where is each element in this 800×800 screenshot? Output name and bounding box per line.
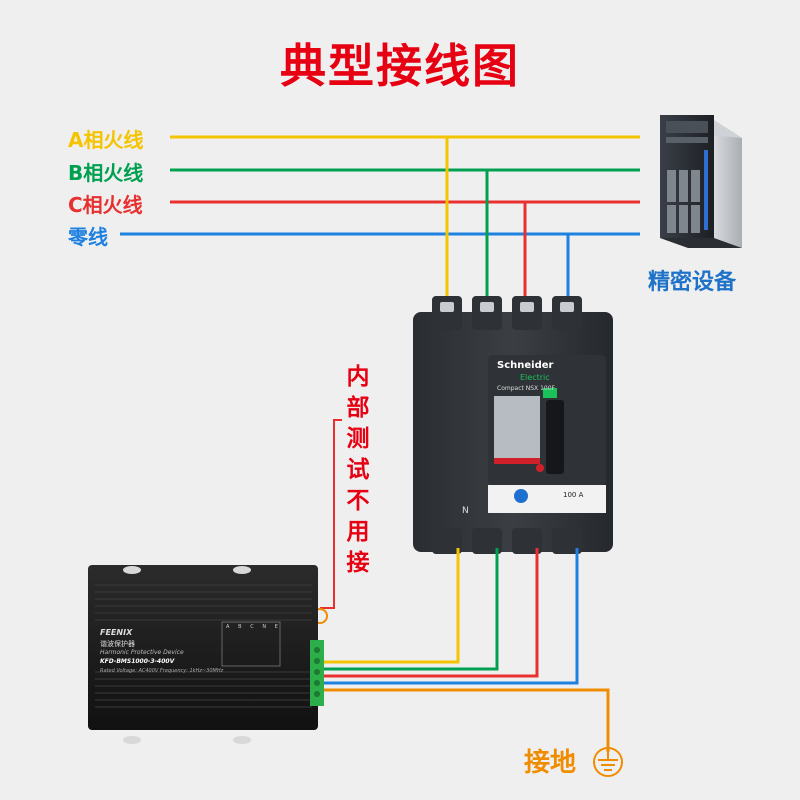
wire-n-to-protector (320, 548, 579, 685)
wire-c-to-protector (320, 548, 539, 678)
breaker-rating: 100 A (563, 491, 584, 499)
internal-note-char: 部 (346, 395, 370, 421)
wire-b-to-protector (320, 548, 499, 671)
page-title: 典型接线图 (280, 39, 520, 93)
internal-note: 内 部 测 试 不 用 接 (338, 362, 378, 579)
protector-name-en: Harmonic Protective Device (100, 649, 184, 656)
protector-model: KFD-BMS1000-3-400V (100, 658, 175, 665)
internal-note-char: 不 (346, 488, 370, 514)
protector-terminal-labels: A B C N E (226, 624, 278, 630)
label-phase-c: C相火线 (68, 193, 143, 217)
protector-rated: Rated Voltage: AC400V Frequency: 1kHz~30… (100, 668, 224, 674)
label-phase-b: B相火线 (68, 161, 144, 185)
wire-a-to-protector (320, 548, 460, 664)
breaker-feed-wires (445, 137, 570, 305)
protector-brand: FEENIX (100, 628, 133, 637)
breaker-brand: Schneider (497, 360, 554, 371)
terminal-label: N (262, 624, 267, 630)
ground-label: 接地 (524, 748, 577, 778)
protector-name-cn: 谐波保护器 (100, 640, 135, 648)
supply-lines (120, 135, 640, 236)
breaker-model: Compact NSX 100F (497, 385, 555, 392)
ground-wire (320, 688, 610, 752)
internal-note-char: 内 (346, 364, 370, 390)
terminal-label: E (274, 624, 278, 630)
ground-icon (593, 747, 623, 777)
internal-note-char: 试 (346, 457, 370, 483)
breaker-brand-sub: Electric (520, 373, 550, 382)
internal-note-char: 用 (346, 519, 370, 545)
label-neutral: 零线 (68, 225, 108, 249)
server-icon (660, 115, 742, 248)
device-label: 精密设备 (648, 270, 737, 295)
circuit-breaker (413, 296, 613, 554)
terminal-label: B (238, 624, 242, 630)
label-phase-a: A相火线 (68, 128, 144, 152)
internal-note-char: 测 (346, 426, 370, 452)
internal-note-char: 接 (346, 550, 370, 576)
terminal-label: C (250, 624, 254, 630)
protector-feed-wires (320, 548, 610, 752)
terminal-label: A (226, 624, 230, 630)
internal-test-leader (320, 419, 342, 609)
breaker-n-mark: N (462, 506, 469, 516)
harmonic-protector (88, 565, 324, 744)
